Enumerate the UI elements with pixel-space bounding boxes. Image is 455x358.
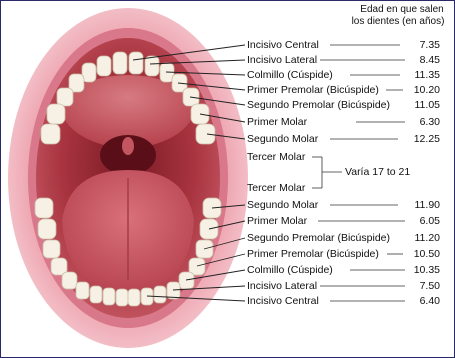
uvula (122, 137, 134, 155)
lower-age-colmillo: 10.35 (400, 264, 440, 276)
lower-label-primer-premolar: Primer Premolar (Bicúspide) (247, 248, 379, 260)
lower-age-incisivo-lateral: 7.50 (400, 280, 440, 292)
header-line-2: los dientes (en años) (342, 16, 454, 28)
lower-label-segundo-premolar: Segundo Premolar (Bicúspide) (247, 232, 390, 244)
lower-age-primer-premolar: 10.50 (400, 248, 440, 260)
upper-label-primer-premolar: Primer Premolar (Bicúspide) (247, 84, 379, 96)
lower-age-primer-molar: 6.05 (400, 215, 440, 227)
upper-age-primer-premolar: 10.20 (400, 84, 440, 96)
upper-label-primer-molar: Primer Molar (247, 116, 307, 128)
lower-label-tercer-molar: Tercer Molar (247, 182, 305, 194)
lower-label-segundo-molar: Segundo Molar (247, 199, 318, 211)
upper-age-primer-molar: 6.30 (400, 116, 440, 128)
upper-label-tercer-molar: Tercer Molar (247, 151, 305, 163)
upper-label-incisivo-central: Incisivo Central (247, 39, 319, 51)
upper-age-incisivo-central: 7.35 (400, 39, 440, 51)
lower-label-incisivo-lateral: Incisivo Lateral (247, 280, 317, 292)
upper-label-segundo-premolar: Segundo Premolar (Bicúspide) (247, 99, 390, 111)
upper-age-incisivo-lateral: 8.45 (400, 54, 440, 66)
lower-age-incisivo-central: 6.40 (400, 295, 440, 307)
header-line-1: Edad en que salen (352, 4, 452, 16)
third-molar-range: Varía 17 to 21 (345, 166, 410, 178)
upper-label-colmillo: Colmillo (Cúspide) (247, 69, 333, 81)
upper-label-segundo-molar: Segundo Molar (247, 133, 318, 145)
lower-label-incisivo-central: Incisivo Central (247, 295, 319, 307)
lower-age-segundo-molar: 11.90 (400, 199, 440, 211)
upper-age-colmillo: 11.35 (400, 69, 440, 81)
lower-age-segundo-premolar: 11.20 (400, 232, 440, 244)
upper-age-segundo-molar: 12.25 (400, 133, 440, 145)
lower-label-colmillo: Colmillo (Cúspide) (247, 264, 333, 276)
upper-label-incisivo-lateral: Incisivo Lateral (247, 54, 317, 66)
upper-age-segundo-premolar: 11.05 (400, 99, 440, 111)
lower-label-primer-molar: Primer Molar (247, 215, 307, 227)
